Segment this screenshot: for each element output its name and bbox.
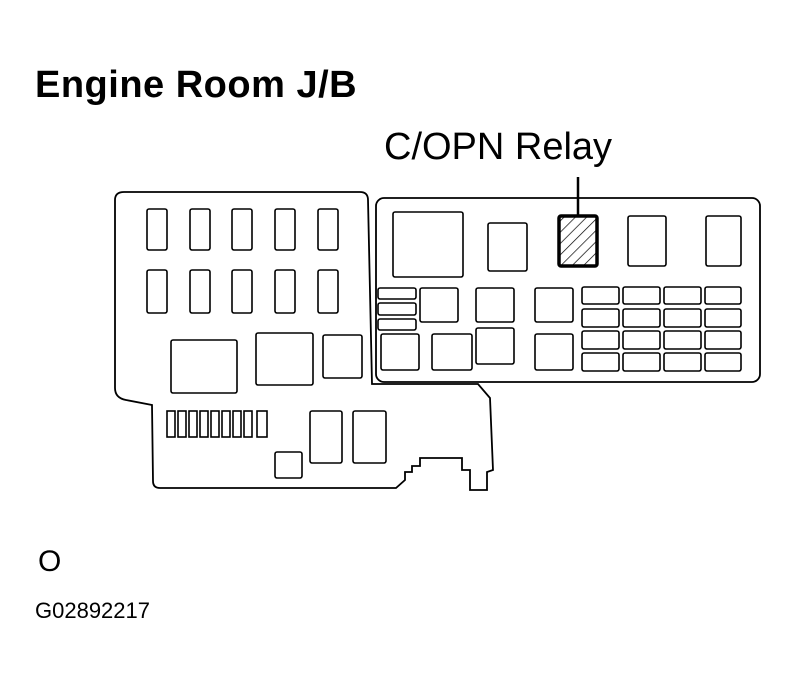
lower-relay-right bbox=[352, 410, 387, 464]
lower-relay-left bbox=[309, 410, 343, 464]
figure-code: G02892217 bbox=[35, 598, 150, 623]
left-relay-small bbox=[322, 334, 363, 379]
right-mid-relay-3 bbox=[534, 287, 574, 323]
left-relay-large bbox=[170, 339, 238, 394]
stacked-small-fuses bbox=[377, 287, 417, 331]
right-lower-relay-2 bbox=[431, 333, 473, 371]
view-marker: O bbox=[38, 545, 62, 578]
right-lower-relay-3 bbox=[475, 327, 515, 365]
right-lower-relay-4 bbox=[534, 333, 574, 371]
left-fuse-row-2 bbox=[146, 269, 339, 314]
right-mid-relay-1 bbox=[419, 287, 459, 323]
small-square-block bbox=[274, 451, 303, 479]
right-fuse-grid bbox=[581, 286, 742, 372]
right-lower-relay-1 bbox=[380, 333, 420, 371]
right-relay-2 bbox=[487, 222, 528, 272]
left-relay-medium bbox=[255, 332, 314, 386]
left-fuse-row-1 bbox=[146, 208, 339, 251]
mini-fuse-strip bbox=[166, 410, 268, 438]
right-relay-5 bbox=[705, 215, 742, 267]
right-relay-4 bbox=[627, 215, 667, 267]
right-mid-relay-2 bbox=[475, 287, 515, 323]
c-opn-relay-label: C/OPN Relay bbox=[384, 126, 613, 168]
c-opn-relay bbox=[557, 214, 599, 268]
right-large-relay bbox=[392, 211, 464, 278]
diagram-title: Engine Room J/B bbox=[35, 64, 358, 106]
